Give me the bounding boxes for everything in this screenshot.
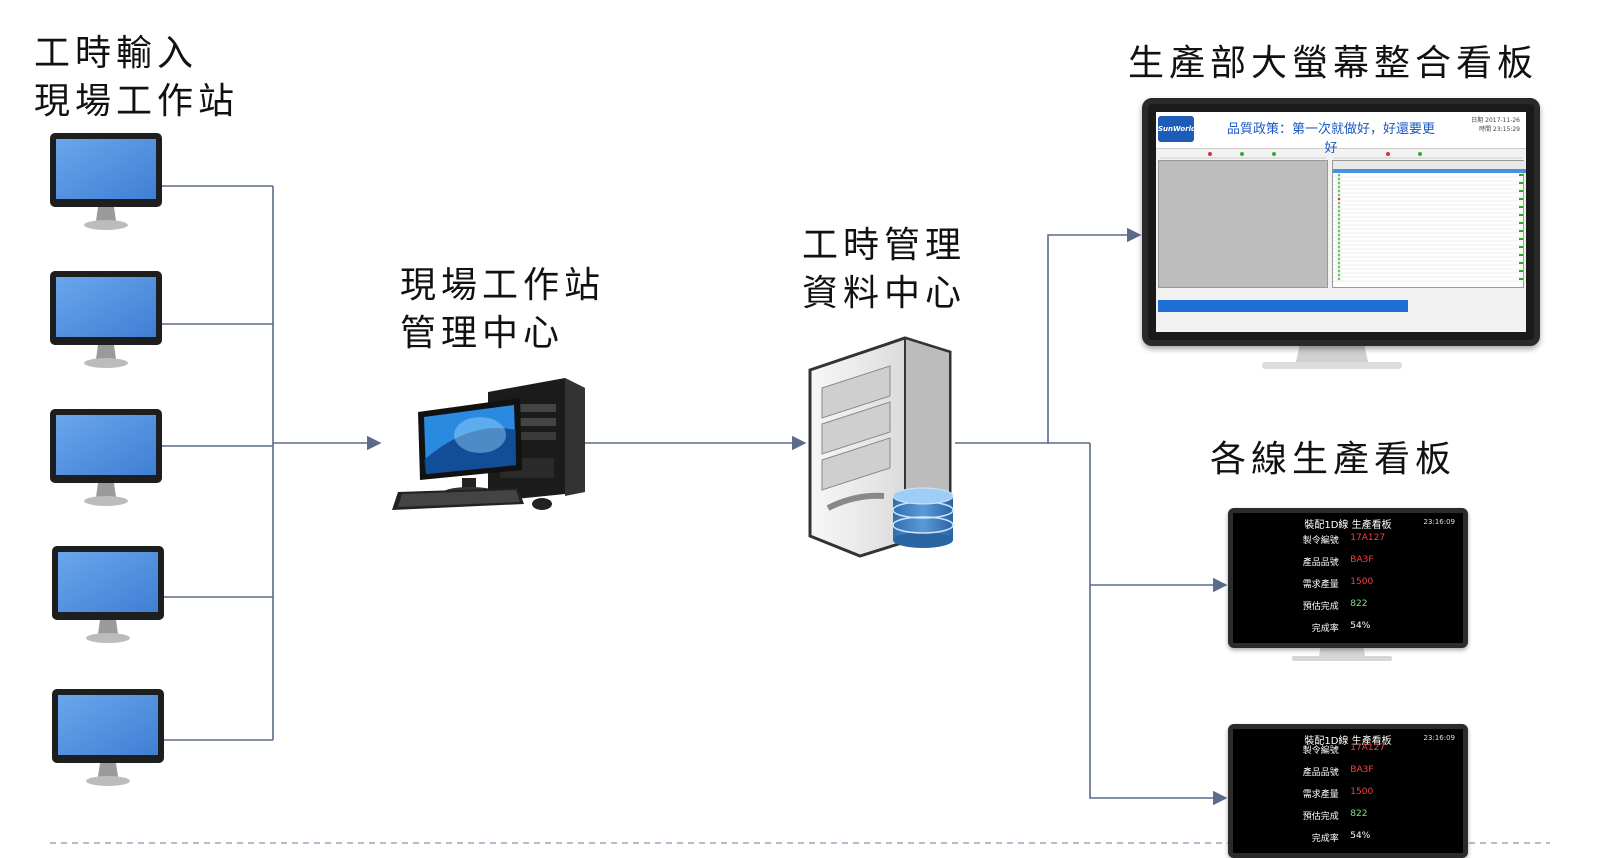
row-key: 製令編號 (1302, 746, 1339, 756)
board-date: 日期 2017-11-26 (1471, 117, 1520, 124)
row-value: 54% (1350, 831, 1371, 841)
line-boards-label: 各線生產看板 (1210, 439, 1457, 480)
mgmt-center-label-line1: 現場工作站 (400, 265, 606, 306)
workstations-label-line2: 現場工作站 (34, 81, 240, 122)
big-board-subbar (1156, 148, 1526, 160)
row-value: 822 (1350, 809, 1368, 819)
line-board-row: 產品品號 BA3F (1233, 765, 1463, 787)
line-board-row: 產品品號 BA3F (1233, 555, 1463, 577)
data-center-label-line2: 資料中心 (802, 273, 967, 314)
row-value: 1500 (1350, 787, 1374, 797)
line-board-time: 23:16:09 (1423, 734, 1455, 742)
row-key: 需求產量 (1302, 580, 1339, 590)
big-board-screen: SunWorld 品質政策：第一次就做好，好還要更好 日期 2017-11-26… (1156, 112, 1526, 332)
workstations-label: 工時輸入 現場工作站 (34, 30, 239, 126)
row-value: BA3F (1350, 765, 1374, 775)
data-center-label: 工時管理 資料中心 (802, 222, 966, 318)
desktop-computer-icon (392, 378, 585, 510)
sunworld-logo: SunWorld (1158, 116, 1196, 142)
workstation-connectors (160, 185, 382, 741)
workstation-monitor-1 (50, 133, 162, 230)
workstation-monitor-2 (50, 271, 162, 368)
row-key: 完成率 (1311, 834, 1339, 844)
line-board-row: 製令編號 17A127 (1233, 743, 1463, 765)
line-board-title: 裝配1D線 生產看板 (1304, 520, 1392, 531)
row-value: 54% (1350, 621, 1371, 631)
row-key: 產品品號 (1302, 558, 1339, 568)
row-value: 17A127 (1350, 743, 1386, 753)
row-key: 預估完成 (1302, 812, 1339, 822)
right-table-rows (1333, 161, 1526, 282)
board-time: 時間 23:15:29 (1479, 126, 1520, 133)
row-key: 完成率 (1311, 624, 1339, 634)
row-key: 預估完成 (1302, 602, 1339, 612)
row-key: 需求產量 (1302, 790, 1339, 800)
line-board-row: 預估完成 822 (1233, 599, 1463, 621)
big-board-header: SunWorld 品質政策：第一次就做好，好還要更好 日期 2017-11-26… (1156, 112, 1526, 156)
row-value: 822 (1350, 599, 1368, 609)
row-value: BA3F (1350, 555, 1374, 565)
line-production-board-1: 裝配1D線 生產看板 23:16:09 製令編號 17A127 產品品號 BA3… (1228, 508, 1468, 648)
board-datetime: 日期 2017-11-26 時間 23:15:29 (1471, 116, 1520, 134)
big-board-right-table (1332, 160, 1526, 288)
line-board-row: 預估完成 822 (1233, 809, 1463, 831)
row-key: 產品品號 (1302, 768, 1339, 778)
line-production-board-2: 裝配1D線 生產看板 23:16:09 製令編號 17A127 產品品號 BA3… (1228, 724, 1468, 858)
line-board-row: 需求產量 1500 (1233, 787, 1463, 809)
workstation-monitor-3 (50, 409, 162, 506)
line-board-row: 完成率 54% (1233, 831, 1463, 853)
line-board-row: 製令編號 17A127 (1233, 533, 1463, 555)
line-board-title: 裝配1D線 生產看板 (1304, 736, 1392, 747)
line-board-row: 需求產量 1500 (1233, 577, 1463, 599)
data-center-label-line1: 工時管理 (802, 225, 967, 266)
data-to-boards-connectors (955, 227, 1228, 806)
line-board-row: 完成率 54% (1233, 621, 1463, 643)
workstation-monitor-4 (52, 546, 164, 643)
mgmt-center-label: 現場工作站 管理中心 (400, 262, 605, 358)
row-value: 1500 (1350, 577, 1374, 587)
big-board-progress-bar (1158, 300, 1408, 312)
row-key: 製令編號 (1302, 536, 1339, 546)
quality-policy-title: 品質政策：第一次就做好，好還要更好 (1226, 122, 1435, 156)
big-integrated-board: SunWorld 品質政策：第一次就做好，好還要更好 日期 2017-11-26… (1142, 98, 1540, 346)
mgmt-center-label-line2: 管理中心 (400, 313, 565, 354)
subbar-graphics (1160, 152, 1522, 159)
big-board-label: 生產部大螢幕整合看板 (1128, 43, 1539, 84)
server-database-icon (808, 336, 954, 558)
line-board-time: 23:16:09 (1423, 518, 1455, 526)
workstations-label-line1: 工時輸入 (34, 33, 199, 74)
workstation-monitor-5 (52, 689, 164, 786)
row-value: 17A127 (1350, 533, 1386, 543)
big-board-left-panel (1158, 160, 1328, 288)
